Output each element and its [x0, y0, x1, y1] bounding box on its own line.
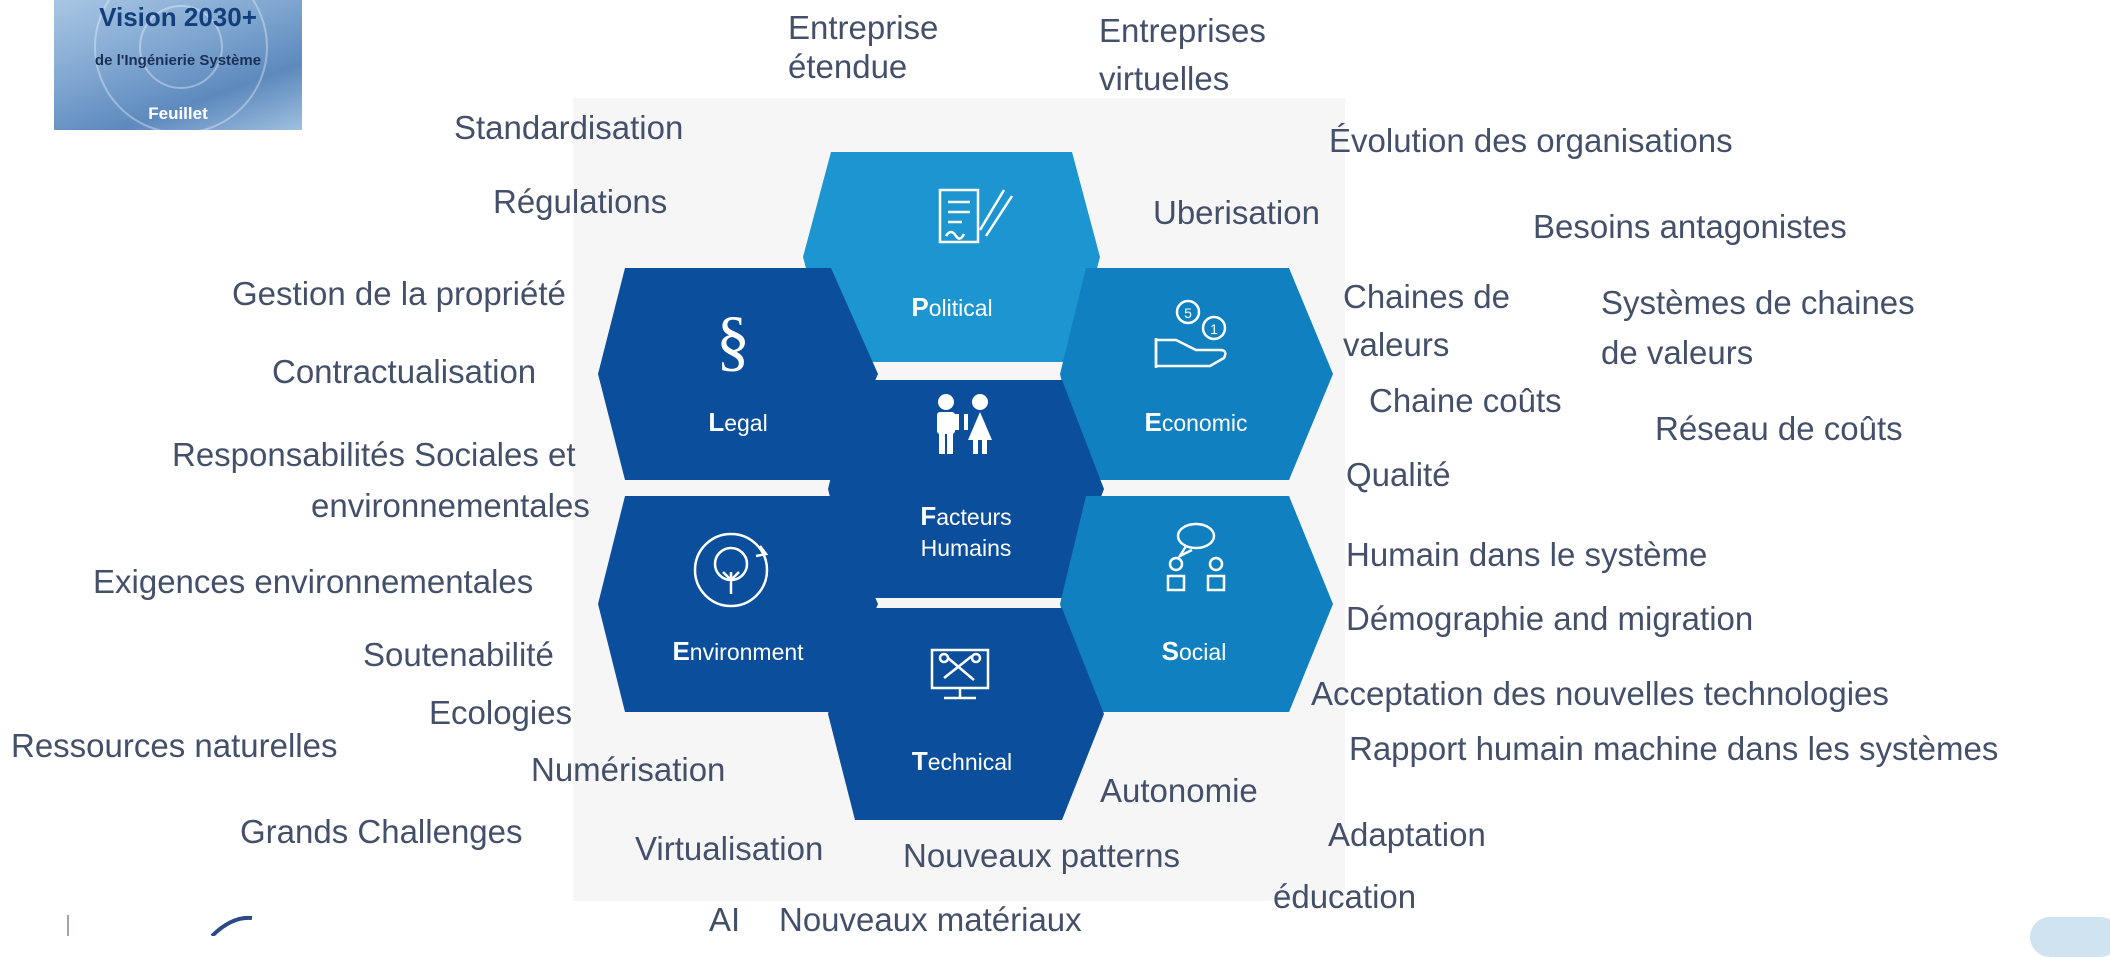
- term-label: Exigences environnementales: [93, 563, 534, 600]
- term-label: Humain dans le système: [1346, 536, 1708, 573]
- social-hexagon: [1060, 496, 1333, 712]
- political-rest: olitical: [928, 295, 993, 321]
- document-signature-icon: [938, 188, 1014, 244]
- term-label: Nouveaux patterns: [903, 837, 1181, 874]
- term-label: Uberisation: [1153, 194, 1320, 231]
- vision-2030-logo: Vision 2030+ de l'Ingénierie Système Feu…: [54, 0, 302, 130]
- social-rest: ocial: [1179, 639, 1227, 665]
- term-label: Standardisation: [454, 109, 684, 146]
- political-initial: P: [911, 292, 929, 322]
- term-label: AI: [709, 901, 741, 938]
- term-label: Systèmes de chaines: [1601, 284, 1915, 321]
- term-label: environnementales: [311, 487, 590, 524]
- svg-text:1: 1: [1210, 321, 1218, 337]
- term-label: Rapport humain machine dans les systèmes: [1349, 730, 1999, 767]
- technical-initial: T: [911, 746, 928, 776]
- term-label: Adaptation: [1328, 816, 1486, 853]
- term-label: Grands Challenges: [240, 813, 523, 850]
- term-label: valeurs: [1343, 326, 1450, 363]
- human-factors-hexagon: [828, 380, 1104, 598]
- eye-iris-decoration: [139, 5, 223, 89]
- term-label: Qualité: [1346, 456, 1451, 493]
- term-label: Ressources naturelles: [11, 727, 338, 764]
- monitor-tools-icon: [930, 648, 990, 700]
- term-label: Réseau de coûts: [1655, 410, 1903, 447]
- political-label: Political: [842, 292, 1062, 324]
- technical-rest: echnical: [927, 749, 1013, 775]
- term-label: étendue: [788, 48, 908, 85]
- term-label: Démographie and migration: [1346, 600, 1754, 637]
- human-initial: F: [920, 501, 937, 531]
- term-label: Évolution des organisations: [1329, 122, 1733, 159]
- technical-hexagon: [828, 608, 1104, 820]
- legal-hexagon: [598, 268, 878, 480]
- social-initial: S: [1161, 636, 1180, 666]
- term-label: Soutenabilité: [363, 636, 554, 673]
- chat-people-icon: [1166, 522, 1226, 592]
- human-line2: Humains: [920, 535, 1012, 561]
- human-factors-label: Facteurs Humains: [856, 501, 1076, 564]
- term-label: Responsabilités Sociales et: [172, 436, 576, 473]
- term-label: Ecologies: [429, 694, 573, 731]
- tree-cycle-icon: [693, 532, 769, 608]
- term-label: Chaines de: [1343, 278, 1510, 315]
- logo-title: Vision 2030+: [99, 2, 257, 32]
- human-rest: acteurs: [936, 504, 1012, 530]
- term-label: Acceptation des nouvelles technologies: [1311, 675, 1889, 712]
- economic-label: Economic: [1086, 407, 1306, 439]
- economic-rest: conomic: [1161, 410, 1248, 436]
- term-label: Numérisation: [531, 751, 726, 788]
- term-label: Autonomie: [1100, 772, 1258, 809]
- term-label: Besoins antagonistes: [1533, 208, 1847, 245]
- term-label: de valeurs: [1601, 334, 1754, 371]
- svg-text:5: 5: [1184, 305, 1192, 321]
- term-label: Régulations: [493, 183, 668, 220]
- legal-initial: L: [708, 407, 725, 437]
- term-label: Virtualisation: [635, 830, 824, 867]
- term-label: Nouveaux matériaux: [779, 901, 1082, 938]
- technical-label: Technical: [852, 746, 1072, 778]
- footer-logo-fragment: [67, 915, 253, 936]
- term-label: Entreprise: [788, 9, 939, 46]
- environment-label: Environment: [628, 636, 848, 668]
- term-label: Entreprises: [1099, 12, 1266, 49]
- economic-initial: E: [1144, 407, 1162, 437]
- social-label: Social: [1084, 636, 1304, 668]
- page-corner-badge: [2030, 917, 2110, 957]
- logo-footer: Feuillet: [148, 104, 208, 123]
- term-label: éducation: [1273, 878, 1417, 915]
- section-sign-icon: §: [716, 302, 750, 378]
- pestel-hexagon-diagram: § 5 1: [598, 152, 1333, 820]
- legal-label: Legal: [628, 407, 848, 439]
- political-hexagon: [803, 152, 1100, 362]
- logo-subtitle: de l'Ingénierie Système: [94, 52, 262, 69]
- economic-hexagon: [1060, 268, 1333, 480]
- environment-rest: nvironment: [689, 639, 804, 665]
- term-label: Gestion de la propriété: [232, 275, 566, 312]
- environment-initial: E: [672, 636, 690, 666]
- term-label: virtuelles: [1099, 60, 1230, 97]
- environment-hexagon: [598, 496, 878, 712]
- term-label: Contractualisation: [272, 353, 537, 390]
- legal-rest: egal: [724, 410, 768, 436]
- term-label: Chaine coûts: [1369, 382, 1562, 419]
- coins-hand-icon: 5 1: [1154, 299, 1227, 368]
- people-icon: [937, 394, 992, 454]
